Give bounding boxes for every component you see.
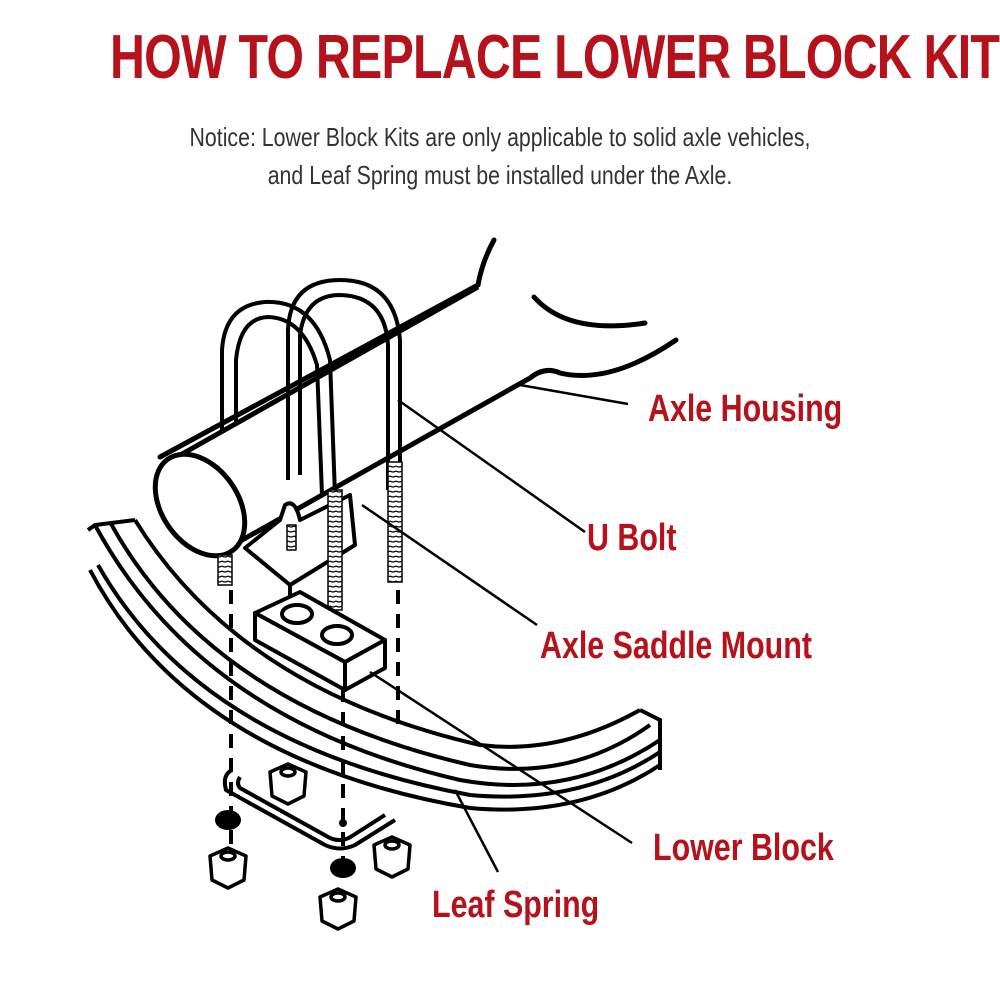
u-bolt-threads	[217, 461, 403, 611]
notice-line-2: and Leaf Spring must be installed under …	[267, 160, 733, 190]
leaf-spring	[86, 518, 662, 812]
axle-housing	[152, 284, 532, 559]
bottom-plate	[222, 768, 397, 851]
callout-lower-block: Lower Block	[653, 827, 834, 869]
notice-line-1: Notice: Lower Block Kits are only applic…	[189, 122, 811, 152]
callout-leaf-spring: Leaf Spring	[432, 884, 600, 926]
page-title: HOW TO REPLACE LOWER BLOCK KITS?	[110, 23, 1000, 92]
leader-lines	[361, 383, 633, 873]
callout-u-bolt: U Bolt	[587, 517, 677, 559]
lower-block	[253, 590, 387, 692]
u-bolt-front	[220, 299, 337, 496]
callout-axle-housing: Axle Housing	[648, 388, 843, 430]
washers	[215, 810, 356, 878]
notice-text: Notice: Lower Block Kits are only applic…	[90, 118, 910, 194]
callout-axle-saddle-mount: Axle Saddle Mount	[540, 625, 812, 667]
nuts	[208, 762, 412, 931]
frame-outline	[157, 237, 679, 548]
